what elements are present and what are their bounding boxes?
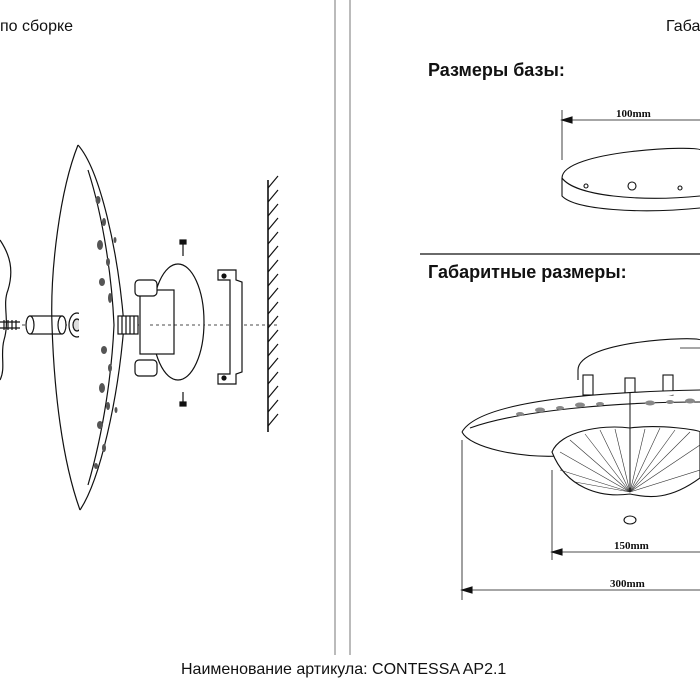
- outer-width-label: 300mm: [610, 578, 645, 590]
- inner-width-label: 150mm: [614, 540, 649, 552]
- screw-left: [0, 320, 20, 330]
- glass-shade-fragment: [0, 239, 12, 381]
- screw-bottom: [179, 392, 187, 407]
- overall-dimensions-heading: Габаритные размеры:: [428, 262, 627, 282]
- canopy-base: [134, 263, 205, 381]
- shade-ribs: [559, 427, 700, 493]
- article-name-footer: Наименование артикула: CONTESSA AP2.1: [181, 661, 507, 678]
- wall-hatching: [267, 175, 279, 432]
- dimensions-caption-cut: Габа: [666, 18, 700, 35]
- base-width-label: 100mm: [616, 108, 651, 120]
- disc-perforations: [94, 196, 118, 469]
- assembly-diagram: [0, 144, 280, 511]
- spacer-tube: [25, 315, 67, 335]
- base-dimension-drawing: [560, 110, 700, 212]
- assembly-caption: по сборке: [0, 18, 74, 35]
- mounting-bracket: [217, 269, 243, 385]
- threaded-connector: [117, 315, 139, 335]
- disc-top-perforations: [516, 398, 695, 416]
- base-dimensions-heading: Размеры базы:: [428, 60, 565, 80]
- metal-disc: [51, 144, 125, 511]
- overall-dimension-drawing: [460, 338, 700, 600]
- screw-top: [179, 239, 187, 256]
